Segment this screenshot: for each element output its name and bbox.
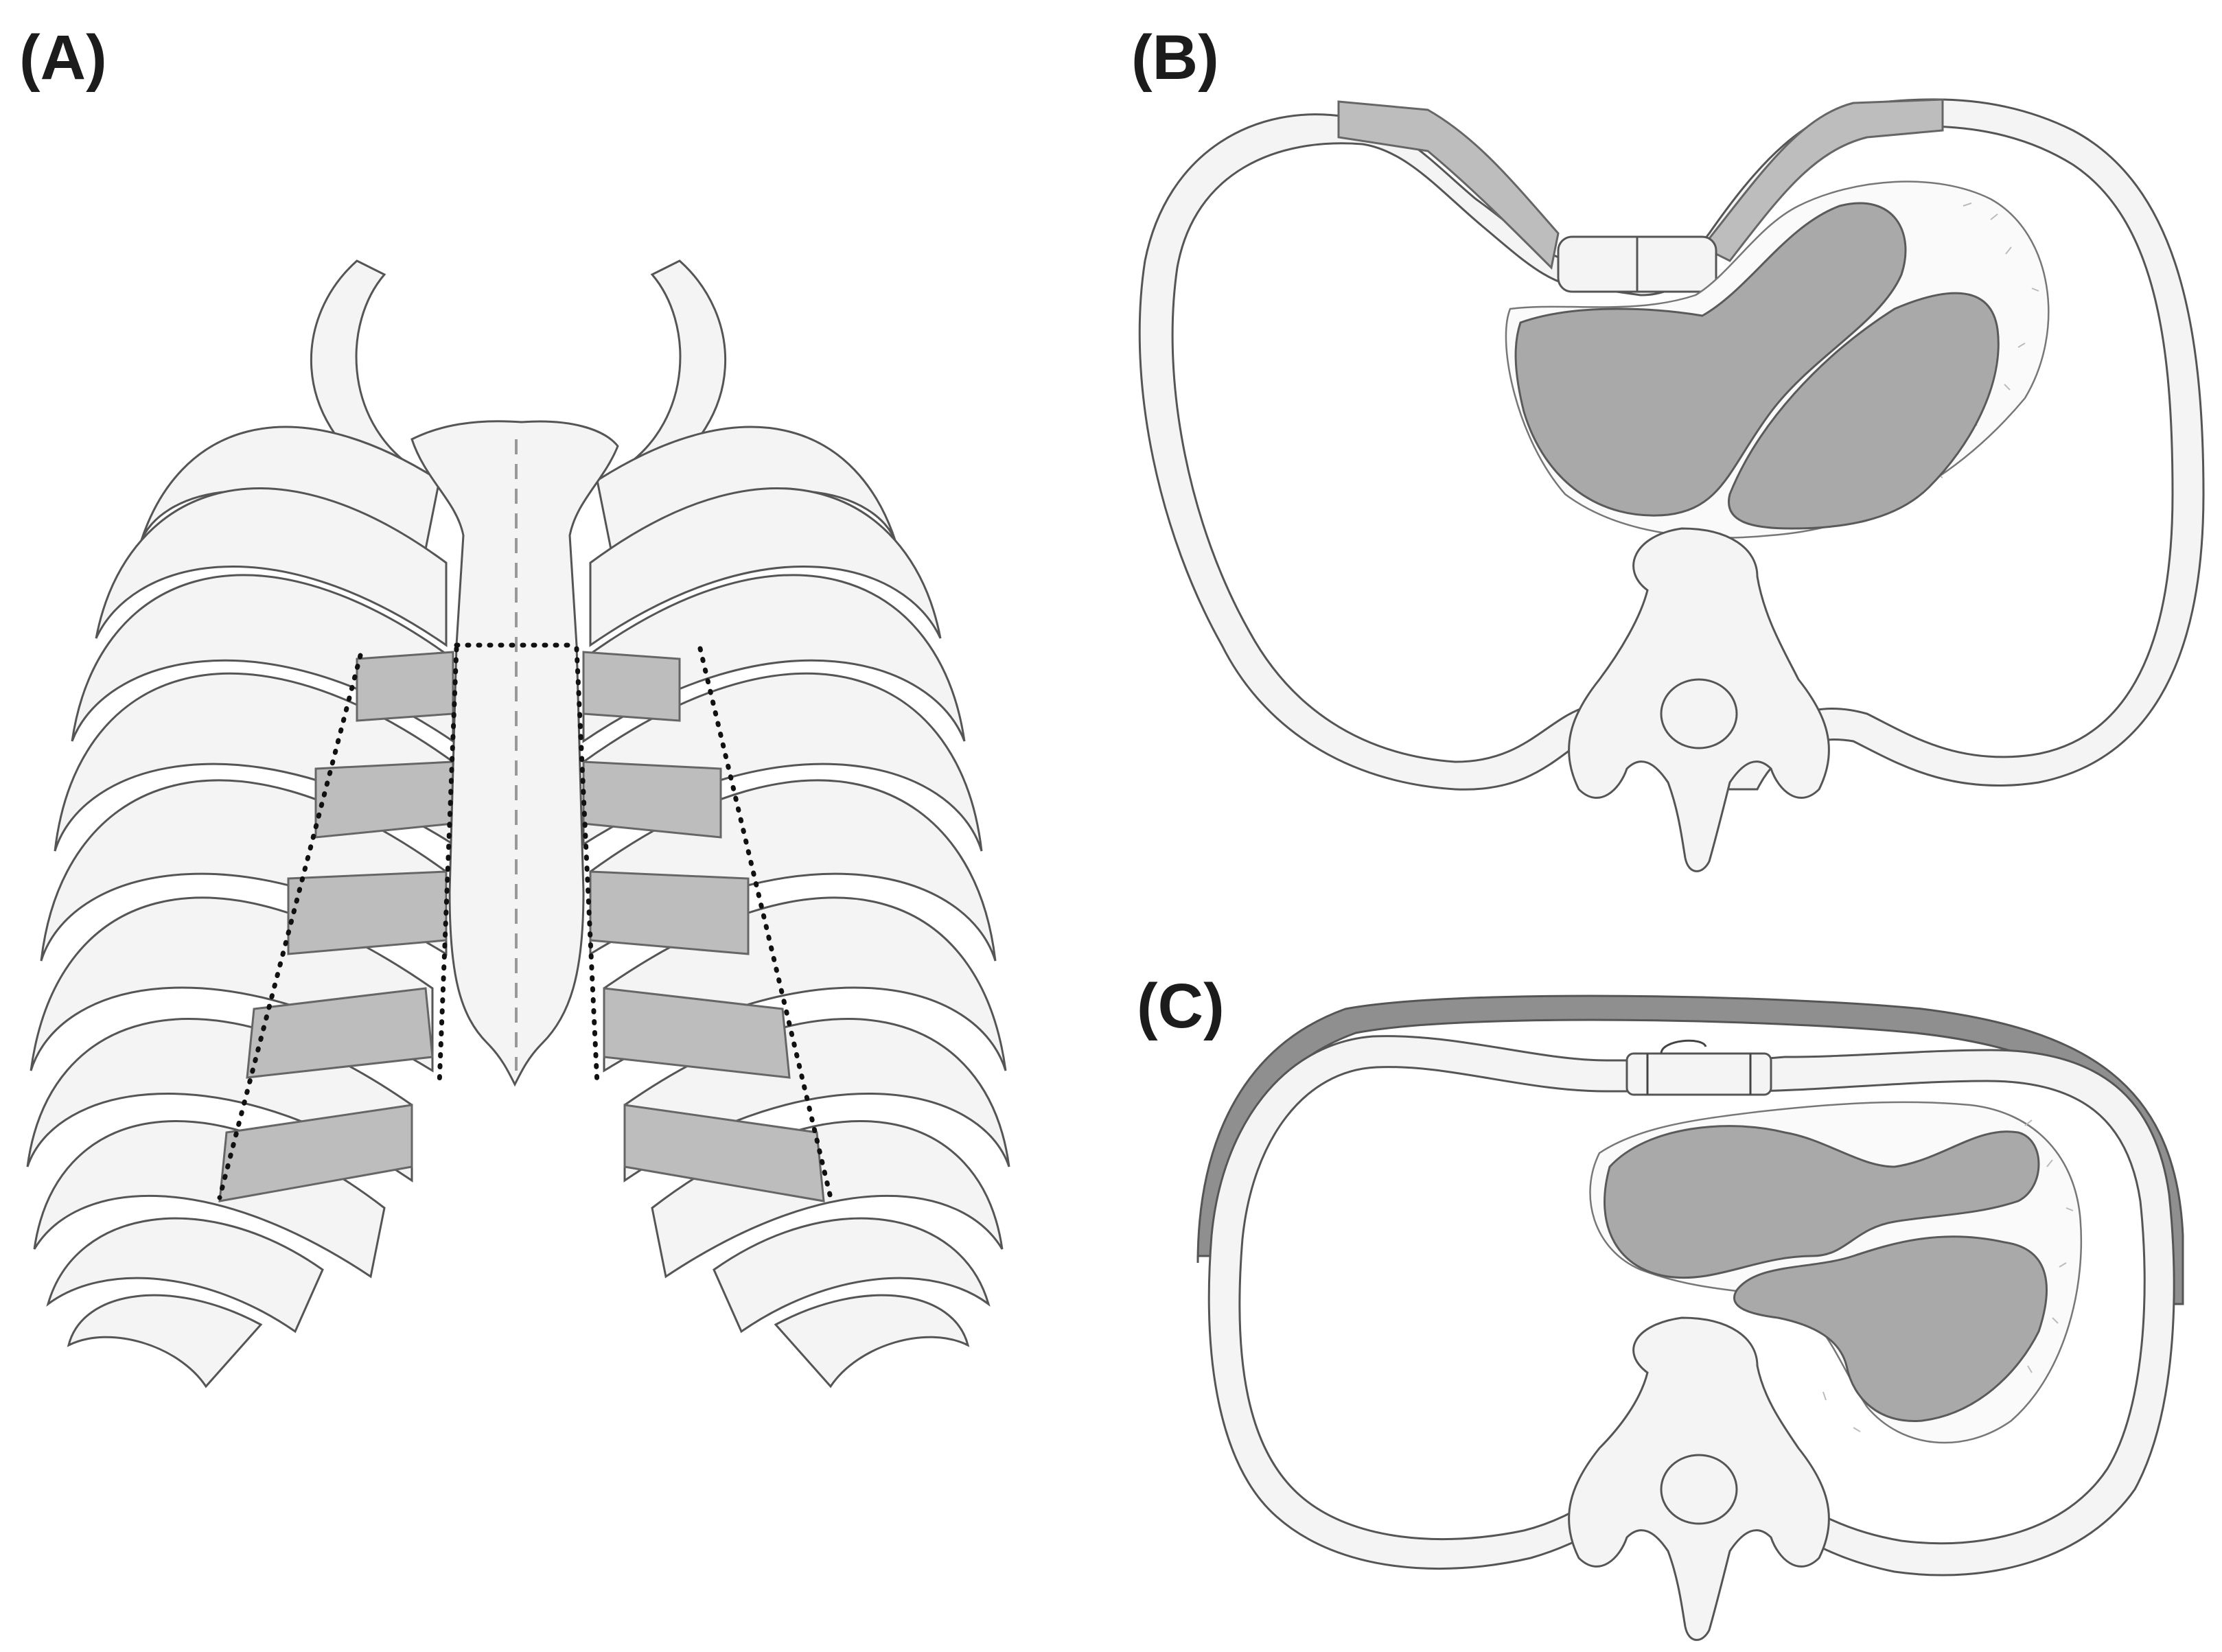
panel-label-b: (B) [1131,23,1219,93]
heart-left-chamber-b [1514,202,1907,517]
costal-cartilages [218,651,825,1202]
heart-specks-c [1822,1119,2074,1432]
axial-section-b [1138,98,2205,872]
heart-right-chamber-b [1728,292,2000,530]
heart-left-chamber-c [1604,1125,2040,1279]
sternum [410,420,619,1087]
heart-right-chamber-c [1733,1235,2048,1422]
axial-section-c [1196,994,2184,1641]
sternum-c [1625,1052,1772,1096]
cartilage-b-right [1700,98,1944,262]
vertebral-foramen-b [1660,678,1738,749]
vertebral-foramen-c [1660,1454,1738,1525]
bar-stabilizer [1646,1039,1752,1095]
panel-label-a: (A) [19,23,107,93]
thoracic-wall-c [1207,1035,2175,1577]
resection-lines [217,642,833,1200]
cartilage-b-left [1337,100,1560,270]
rib-cage-anterior [26,259,1010,1388]
panel-label-c: (C) [1137,971,1225,1041]
